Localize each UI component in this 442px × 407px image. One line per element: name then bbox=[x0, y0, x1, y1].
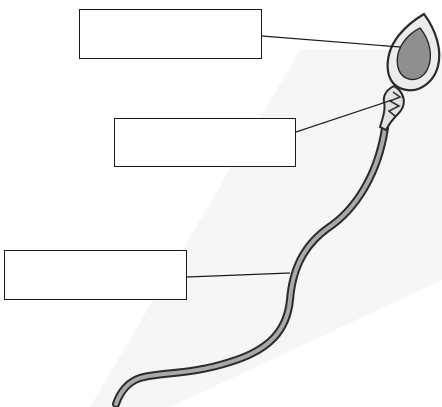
head-nucleus bbox=[396, 27, 432, 81]
label-box-head[interactable] bbox=[79, 9, 262, 59]
leader-line-head bbox=[261, 35, 401, 48]
background-shade bbox=[90, 50, 442, 407]
midpiece bbox=[378, 84, 405, 132]
leader-line-midpiece bbox=[295, 99, 393, 133]
label-box-midpiece[interactable] bbox=[114, 118, 296, 167]
midpiece-coil bbox=[387, 91, 402, 117]
tail-core bbox=[114, 126, 387, 406]
leader-line-tail bbox=[186, 272, 291, 278]
label-box-tail[interactable] bbox=[4, 250, 187, 300]
